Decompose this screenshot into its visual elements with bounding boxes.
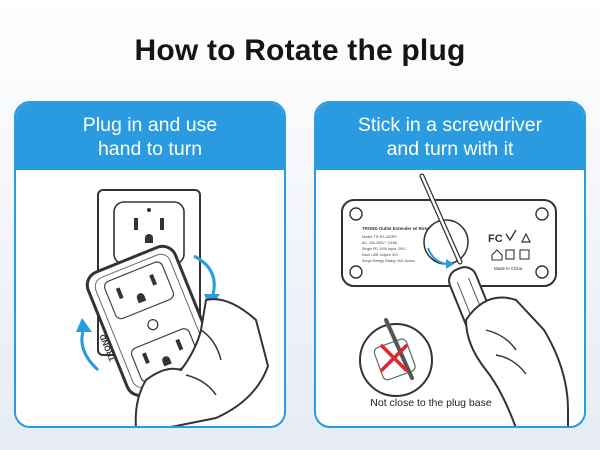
panel-screwdriver-turn: Stick in a screwdriver and turn with it … [314,101,586,428]
panel-heading-line1: Stick in a screwdriver [357,113,543,136]
hand-turn-illustration: TROND [76,189,270,426]
page-title: How to Rotate the plug [134,34,466,67]
rotate-arrow-right [193,254,216,299]
square-icon [505,249,515,260]
ce-check-icon [505,229,517,242]
panel-heading-line2: hand to turn [97,137,203,160]
device-label-line: Model: TR-EX-402PD [362,235,397,239]
device-label-line: Single PD 1000 Input: 20V/... [362,247,408,251]
panel-hand-turn: Plug in and use hand to turn TR [14,101,286,428]
hand-illustration [134,298,270,426]
warning-caption: Not close to the plug base [370,397,492,409]
device-label-line: Each USB Output: 5V/... [362,253,401,257]
recycle-icon [521,232,531,243]
panel-header: Stick in a screwdriver and turn with it [316,103,584,170]
screwdriver-illustration: TROND Outlet Extender w/ Rotating Plug M… [341,173,569,426]
fcc-mark-icon: FC [488,233,503,245]
outlet-extender [85,244,217,398]
device-label-line: Surge Energy Rating: 900 Joules [362,259,415,263]
panel-header: Plug in and use hand to turn [16,103,284,170]
panel-heading-line1: Plug in and use [82,113,218,136]
bin-icon [519,249,530,260]
device-label-title: TROND Outlet Extender w/ Rotating Plug [362,226,447,231]
hand-illustration [464,296,569,426]
panel-heading-line2: and turn with it [386,137,514,160]
home-icon [491,249,503,261]
arrow-head-icon [76,318,92,332]
device-label-line: AC: 100-250V~ 2/15A [362,241,398,245]
rotate-arrow-left [80,327,100,372]
made-in-text: Made in China [494,266,523,271]
